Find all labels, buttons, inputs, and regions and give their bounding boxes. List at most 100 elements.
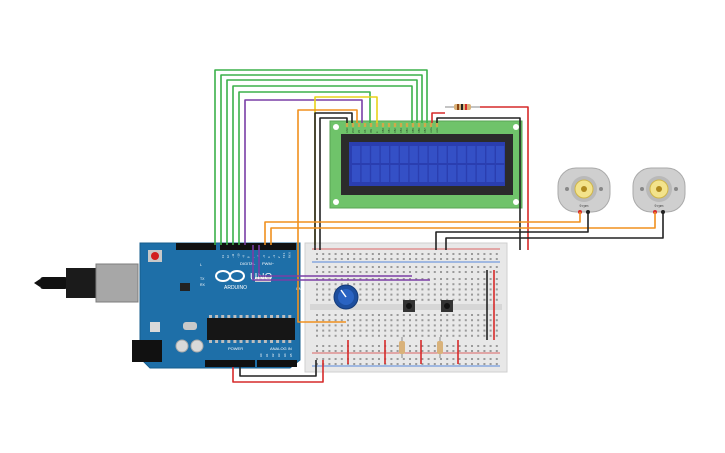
analog-label: ANALOG IN <box>270 346 292 351</box>
usb-cable <box>40 277 68 289</box>
digital-label: DIGITAL <box>240 261 256 266</box>
wire-red-lcd-vcc <box>431 112 445 123</box>
pulldown-resistor-2[interactable] <box>437 337 443 358</box>
analog-pin-label: A0 <box>259 353 263 357</box>
wire-orange-motor-1 <box>264 212 581 245</box>
lcd-pin[interactable] <box>417 123 421 127</box>
lcd-pin[interactable] <box>435 123 439 127</box>
motor-2-label: 9 rpm <box>655 204 664 208</box>
arduino-model: UNO <box>250 272 272 283</box>
lcd-pin[interactable] <box>369 123 373 127</box>
on-label: ON <box>296 287 302 291</box>
digital-pin-label: 2 <box>277 256 281 258</box>
digital-pin-label: 13 <box>221 255 225 258</box>
wire-orange-v0 <box>297 109 358 323</box>
wire-red-resistor <box>480 106 529 250</box>
lcd-pin[interactable] <box>387 123 391 127</box>
lcd-pin-label: DB2 <box>394 128 397 133</box>
digital-pin-label: ~11 <box>231 253 235 258</box>
wire-black-lcd-1 <box>314 112 353 250</box>
lcd-pin[interactable] <box>363 123 367 127</box>
lcd-pin-label: DB7 <box>424 128 427 133</box>
lcd-pin[interactable] <box>357 123 361 127</box>
lcd-pin[interactable] <box>393 123 397 127</box>
wire-green-2 <box>220 74 423 245</box>
usb-port <box>95 263 139 303</box>
lcd-pin[interactable] <box>375 123 379 127</box>
atmega-chip <box>207 318 295 340</box>
lcd-pin-label: DB4 <box>406 128 409 133</box>
pwm-label: PWM~ <box>262 261 275 266</box>
wire-black-motor-2 <box>445 212 664 250</box>
digital-pin-label: ~3 <box>272 254 276 258</box>
lcd-pin[interactable] <box>411 123 415 127</box>
lcd-pin-label: LED- <box>436 127 439 133</box>
wire-red-5v <box>232 360 324 383</box>
lcd-pin-label: DB0 <box>382 128 385 133</box>
wire-black-gnd <box>239 360 317 377</box>
usb-plug <box>66 268 96 298</box>
l-label: L <box>200 263 202 267</box>
lcd-pin-label: DB6 <box>418 128 421 133</box>
lcd-pin-label: DB3 <box>400 128 403 133</box>
rx-label: RX <box>200 283 206 287</box>
digital-pin-label: ~10 <box>236 253 240 258</box>
power-jack <box>132 340 162 362</box>
digital-pin-label: 12 <box>226 255 230 258</box>
wire-green-4 <box>232 85 413 245</box>
lcd-pin[interactable] <box>351 123 355 127</box>
digital-pin-label: ~9 <box>241 254 245 258</box>
analog-pin-label: A2 <box>271 353 275 357</box>
digital-pin-label: RX 0 <box>287 252 291 258</box>
wire-black-motor-1 <box>435 212 589 250</box>
wire-black-lcd-k <box>436 117 521 250</box>
lcd-pin-label: RS <box>364 129 367 133</box>
lcd-pin[interactable] <box>429 123 433 127</box>
analog-pin-label: A3 <box>277 353 281 357</box>
digital-header[interactable] <box>220 243 296 250</box>
lcd-pin-label: GND <box>346 127 349 133</box>
lcd-pin[interactable] <box>405 123 409 127</box>
pulldown-resistor-1[interactable] <box>399 337 405 358</box>
analog-pin-label: A5 <box>289 353 293 357</box>
analog-pin-label: A1 <box>265 353 269 357</box>
lcd-pin-label: LED+ <box>430 126 433 133</box>
wire-green-1 <box>214 69 428 245</box>
potentiometer[interactable] <box>333 284 359 310</box>
motor-1-label: 9 rpm <box>580 204 589 208</box>
wire-green-5 <box>238 91 371 245</box>
wire-purple-2 <box>252 245 430 281</box>
digital-pin-label: ~5 <box>262 254 266 258</box>
power-label: POWER <box>228 346 243 351</box>
power-header[interactable] <box>205 360 255 367</box>
wire-black-lcd-2 <box>319 117 348 250</box>
reset-button[interactable] <box>151 252 159 260</box>
lcd-pin[interactable] <box>423 123 427 127</box>
pushbutton-1[interactable] <box>403 300 415 312</box>
tx-label: TX <box>200 277 205 281</box>
wire-purple-lcd <box>244 99 363 245</box>
lcd-pin-label: RW <box>370 128 373 133</box>
digital-pin-label: TX 1 <box>282 252 286 258</box>
wire-orange-motor-2 <box>270 212 656 245</box>
analog-header[interactable] <box>257 360 297 367</box>
lcd-pin-label: DB5 <box>412 128 415 133</box>
arduino-uno-board[interactable]: ARDUINO UNO DIGITAL PWM~ POWER ANALOG IN… <box>34 242 302 369</box>
wires[interactable] <box>214 69 664 383</box>
pushbutton-2[interactable] <box>441 300 453 312</box>
resistor-backlight[interactable] <box>445 104 480 110</box>
lcd-pin[interactable] <box>381 123 385 127</box>
digital-pin-label: 8 <box>247 256 251 258</box>
breadboard-holes[interactable] <box>316 253 498 365</box>
wire-green-3 <box>226 79 418 245</box>
lcd-pin[interactable] <box>399 123 403 127</box>
wire-purple-3 <box>258 245 412 277</box>
digital-pin-label: 4 <box>267 256 271 258</box>
arduino-logo <box>215 270 245 282</box>
lcd-pin-label: V0 <box>358 129 361 133</box>
dc-motor-1[interactable]: 9 rpm <box>557 167 611 214</box>
lcd-pin-label: VCC <box>352 128 355 133</box>
dc-motor-2[interactable]: 9 rpm <box>632 167 686 214</box>
lcd-pin[interactable] <box>345 123 349 127</box>
